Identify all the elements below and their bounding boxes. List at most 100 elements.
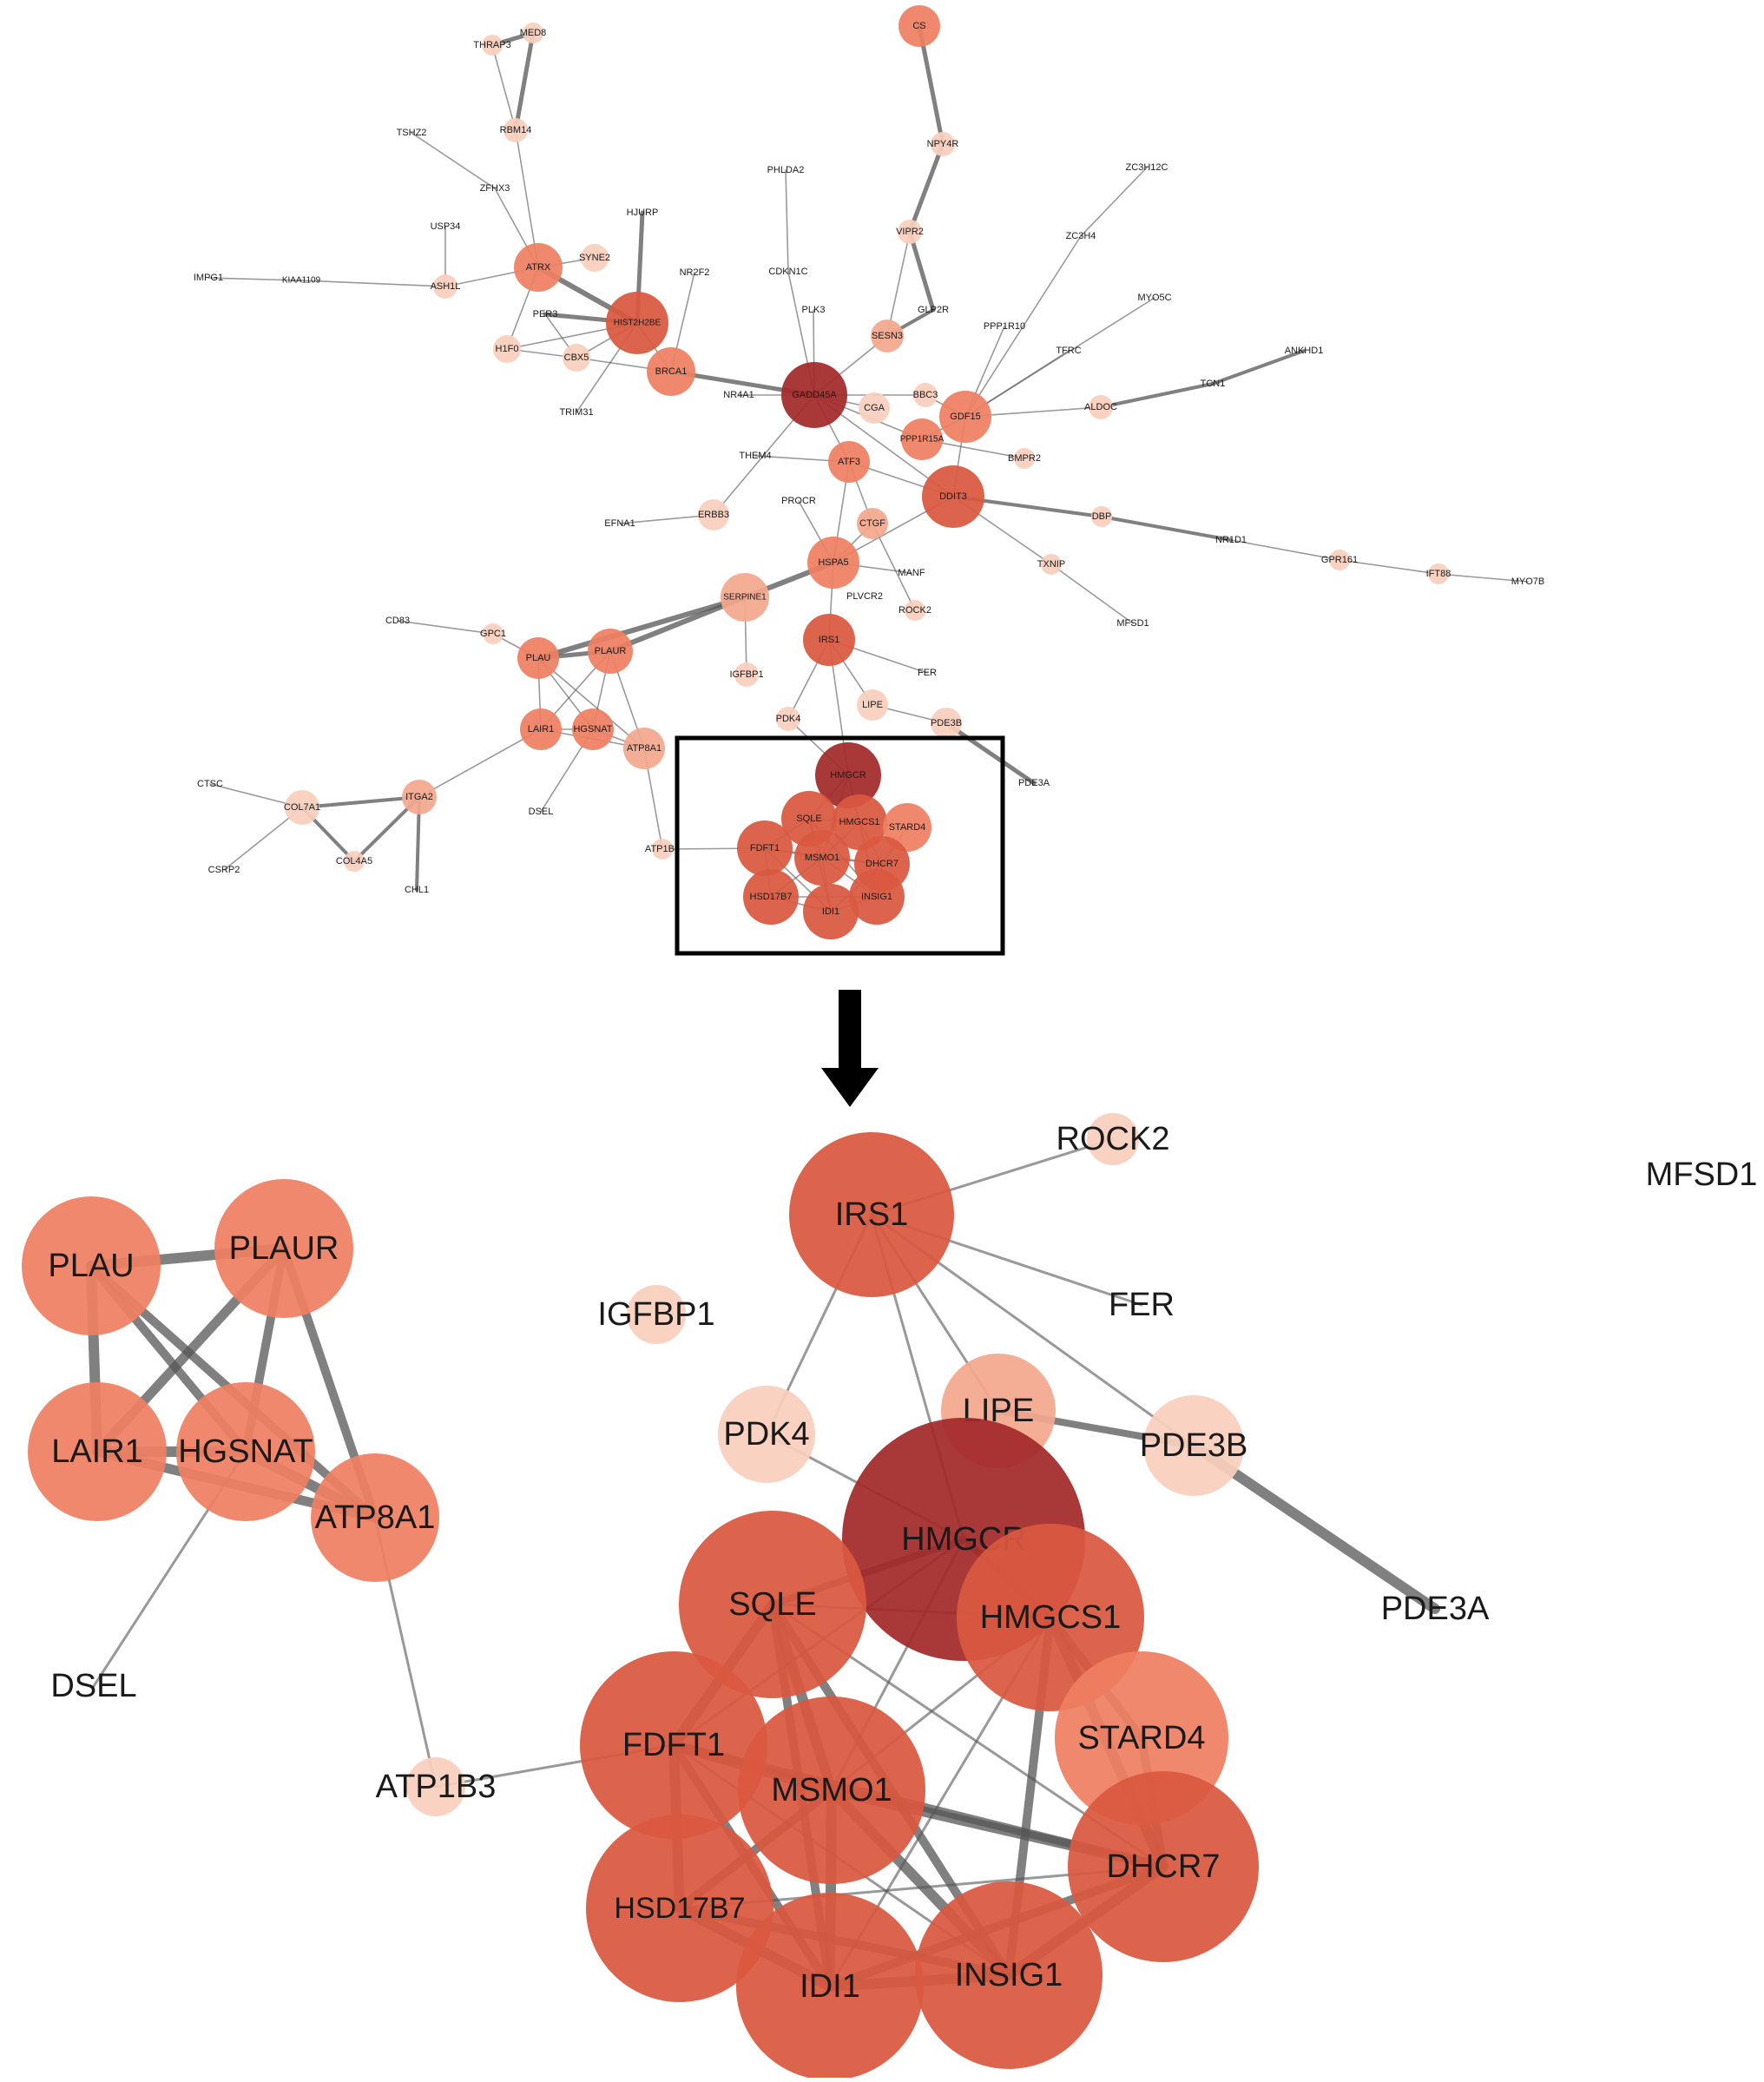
overview-node-label: SERPINE1 bbox=[723, 593, 767, 603]
zoom-node-msmo1: MSMO1 bbox=[738, 1697, 925, 1884]
overview-node-label: HIST2H2BE bbox=[614, 319, 662, 328]
zoom-node-label: MFSD1 bbox=[1646, 1156, 1758, 1193]
overview-node-label: THEM4 bbox=[739, 451, 771, 461]
overview-node-label: CD83 bbox=[385, 616, 410, 626]
overview-node-label: CGA bbox=[864, 403, 885, 413]
overview-node-label: GADD45A bbox=[792, 390, 837, 400]
overview-node-circle bbox=[922, 465, 984, 528]
overview-edge-zc3h4-gdf15 bbox=[964, 235, 1082, 418]
overview-node-pde3b: PDE3B bbox=[931, 708, 962, 739]
zoom-node-label: MSMO1 bbox=[771, 1772, 892, 1809]
zoom-region-box bbox=[675, 735, 1005, 956]
zoom-node-label: IGFBP1 bbox=[597, 1296, 714, 1333]
overview-node-label: ZFHX3 bbox=[480, 183, 510, 194]
overview-node-circle bbox=[743, 869, 799, 925]
overview-node-label: VIPR2 bbox=[896, 227, 924, 237]
overview-node-igfbp1: IGFBP1 bbox=[729, 662, 764, 687]
overview-node-efna1: EFNA1 bbox=[604, 518, 635, 529]
overview-node-them4: THEM4 bbox=[739, 451, 771, 461]
overview-node-ctgf: CTGF bbox=[857, 508, 888, 539]
overview-edge-ift88-myo7b bbox=[1438, 573, 1529, 583]
overview-node-label: ATP8A1 bbox=[627, 743, 662, 754]
overview-node-circle bbox=[1089, 395, 1113, 419]
overview-node-label: PPP1R15A bbox=[900, 435, 945, 445]
overview-node-label: FDFT1 bbox=[750, 843, 780, 853]
overview-node-msmo1: MSMO1 bbox=[794, 830, 850, 886]
zoom-node-insig1: INSIG1 bbox=[915, 1881, 1102, 2069]
zoom-node-label: ATP1B3 bbox=[376, 1769, 497, 1805]
zoom-arrow-head bbox=[821, 1068, 879, 1107]
zoom-node-circle bbox=[718, 1386, 815, 1483]
overview-node-circle bbox=[517, 637, 559, 679]
zoom-node-circle bbox=[915, 1881, 1102, 2069]
overview-node-circle bbox=[721, 573, 769, 622]
zoom-node-igfbp1: IGFBP1 bbox=[597, 1285, 715, 1344]
overview-node-chl1: CHL1 bbox=[405, 885, 429, 895]
zoom-node-circle bbox=[28, 1382, 167, 1521]
overview-node-myo5c: MYO5C bbox=[1137, 293, 1171, 303]
overview-edge-nr1d1-gpr161 bbox=[1230, 539, 1340, 561]
zoom-node-label: PDE3A bbox=[1381, 1591, 1490, 1627]
overview-node-label: HMGCS1 bbox=[839, 817, 879, 827]
overview-node-circle bbox=[828, 441, 870, 483]
zoom-node-circle bbox=[311, 1453, 439, 1582]
zoom-node-circle bbox=[580, 1651, 767, 1839]
overview-node-circle bbox=[931, 708, 962, 739]
overview-node-label: PLVCR2 bbox=[846, 591, 883, 602]
overview-node-label: PDE3B bbox=[931, 718, 962, 728]
overview-node-label: PER3 bbox=[533, 309, 558, 320]
zoom-node-circle bbox=[406, 1757, 465, 1816]
overview-node-gdf15: GDF15 bbox=[939, 391, 991, 443]
overview-node-ppp1r15a: PPP1R15A bbox=[900, 418, 945, 460]
zoom-node-circle bbox=[1087, 1113, 1139, 1165]
overview-node-label: EFNA1 bbox=[604, 518, 635, 529]
zoom-node-atp8a1: ATP8A1 bbox=[311, 1453, 439, 1582]
overview-node-label: CTGF bbox=[859, 518, 885, 529]
zoom-arrow bbox=[821, 990, 879, 1107]
overview-node-circle bbox=[849, 869, 905, 925]
overview-node-label: PLAU bbox=[526, 653, 551, 663]
overview-node-label: HSD17B7 bbox=[750, 892, 793, 902]
zoom-node-atp1b3: ATP1B3 bbox=[376, 1757, 497, 1816]
overview-node-gpc1: GPC1 bbox=[480, 623, 506, 644]
overview-node-circle bbox=[647, 347, 695, 396]
overview-node-hspa5: HSPA5 bbox=[807, 537, 859, 589]
overview-node-label: CSRP2 bbox=[208, 865, 240, 875]
overview-node-circle bbox=[803, 884, 859, 939]
overview-node-atf3: ATF3 bbox=[828, 441, 870, 483]
overview-edge-impg1-kiaa1109 bbox=[207, 277, 302, 281]
overview-node-label: BMPR2 bbox=[1008, 453, 1041, 464]
overview-node-idi1: IDI1 bbox=[803, 884, 859, 939]
overview-node-label: THRAP3 bbox=[473, 40, 510, 50]
overview-edge-zc3h12c-zc3h4 bbox=[1080, 167, 1148, 237]
overview-node-mfsd1: MFSD1 bbox=[1116, 618, 1149, 629]
overview-edge-efna1-erbb3 bbox=[619, 514, 714, 524]
overview-node-irs1: IRS1 bbox=[803, 614, 855, 666]
zoom-node-label: HMGCS1 bbox=[980, 1599, 1122, 1636]
overview-node-ankhd1: ANKHD1 bbox=[1285, 346, 1324, 356]
overview-node-csrp2: CSRP2 bbox=[208, 865, 240, 875]
overview-node-circle bbox=[523, 23, 543, 43]
overview-node-hist2h2be: HIST2H2BE bbox=[606, 292, 668, 354]
overview-node-label: PHLDA2 bbox=[767, 165, 805, 175]
overview-node-label: HSPA5 bbox=[818, 557, 848, 568]
overview-node-gpr161: GPR161 bbox=[1321, 550, 1358, 570]
zoom-node-mfsd1: MFSD1 bbox=[1646, 1156, 1758, 1193]
overview-node-impg1: IMPG1 bbox=[194, 273, 223, 283]
overview-edge-gpr161-ift88 bbox=[1339, 559, 1439, 575]
overview-node-circle bbox=[1091, 506, 1112, 527]
overview-node-phlda2: PHLDA2 bbox=[767, 165, 805, 175]
overview-node-circle bbox=[905, 600, 925, 621]
zoom-node-circle bbox=[789, 1132, 954, 1297]
overview-edge-txnip-mfsd1 bbox=[1050, 563, 1134, 624]
overview-node-glp2r: GLP2R bbox=[918, 305, 949, 315]
overview-node-circle bbox=[803, 614, 855, 666]
overview-edge-tshz2-zfhx3 bbox=[411, 132, 496, 189]
overview-node-kiaa1109: KIAA1109 bbox=[282, 276, 321, 286]
zoom-node-label: HSD17B7 bbox=[614, 1892, 745, 1925]
overview-node-circle bbox=[901, 418, 943, 460]
overview-node-syne2: SYNE2 bbox=[579, 244, 610, 272]
overview-node-dbp: DBP bbox=[1091, 506, 1112, 527]
